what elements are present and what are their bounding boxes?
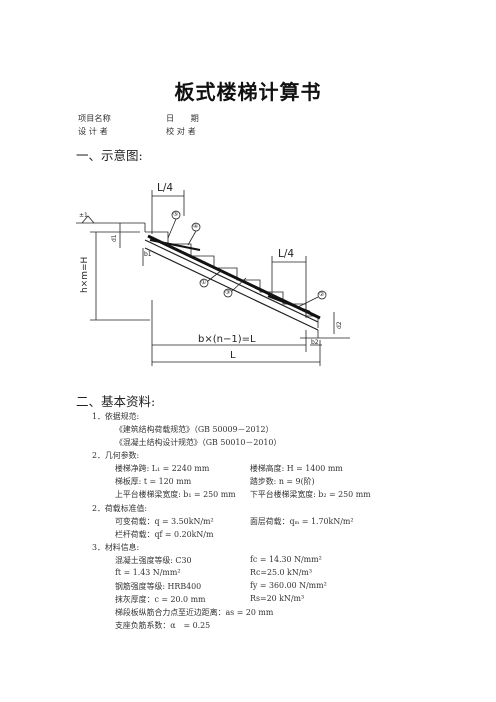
distribution-rebar: [159, 240, 206, 263]
section-basic-heading: 二、基本资料:: [76, 394, 156, 409]
label-h-dim: h×m=H: [80, 256, 90, 293]
callout-1: [199, 278, 209, 288]
code-concrete: 《混凝土结构设计规范》（GB 50010－2010）: [115, 438, 282, 447]
mat-plaster: 抹灰厚度：c = 20.0 mm: [115, 595, 206, 604]
date-label: 日 期: [166, 113, 199, 123]
label-callout-1: ①: [201, 279, 207, 286]
designer-label: 设 计 者: [78, 126, 108, 136]
item-2-geometry: 2．几何参数:: [92, 451, 140, 460]
label-span: b×(n−1)=L: [198, 334, 256, 345]
mat-fc: fc = 14.30 N/mm²: [250, 555, 322, 564]
callout-4-leader: [187, 230, 197, 246]
geom-lower-beam: 下平台楼梯梁宽度: b₂ = 250 mm: [250, 490, 371, 499]
load-railing: 栏杆荷载：qf = 0.20kN/m: [115, 530, 214, 539]
label-d1: d1: [111, 234, 118, 242]
callout-3: [223, 288, 233, 298]
checker-label: 校 对 者: [166, 126, 196, 136]
slab-top-line: [144, 239, 319, 323]
lower-support-rebar: [267, 294, 311, 314]
upper-support-rebar: [149, 239, 201, 251]
geom-upper-beam: 上平台楼梯梁宽度: b₁ = 250 mm: [115, 490, 236, 499]
section-diagram-heading: 一、示意图:: [76, 148, 143, 163]
label-b2: b2: [311, 339, 319, 346]
callout-2: [317, 290, 327, 300]
label-d2: d2: [336, 321, 343, 329]
mat-cover: 梯段板纵筋合力点至近边距离：as = 20 mm: [115, 608, 274, 617]
item-4-materials: 3．材料信息:: [92, 543, 140, 552]
geom-steps: 踏步数: n = 9(阶): [250, 477, 315, 486]
slab-bottom-line: [144, 247, 319, 331]
geom-thickness: 梯板厚: t = 120 mm: [115, 477, 192, 486]
label-l4-right: L/4: [278, 248, 295, 260]
mat-ft: ft = 1.43 N/mm²: [115, 568, 181, 577]
load-finish: 面层荷载：qₘ = 1.70kN/m²: [250, 517, 354, 526]
code-load: 《建筑结构荷载规范》（GB 50009－2012）: [115, 425, 274, 434]
mat-steel-grade: 钢筋强度等级: HRB400: [115, 582, 202, 591]
mat-concrete-grade: 混凝土强度等级: C30: [115, 556, 192, 565]
label-callout-3: ③: [225, 289, 231, 296]
item-3-loads: 2．荷载标准值:: [92, 504, 148, 513]
mat-rs: Rs=20 kN/m³: [250, 594, 305, 603]
callout-5-leader: [167, 218, 177, 239]
project-name-label: 项目名称: [78, 113, 111, 123]
mat-rc: Rc=25.0 kN/m³: [250, 568, 313, 577]
label-callout-4: ④: [193, 223, 199, 230]
label-callout-5: ⑤: [173, 211, 179, 218]
mat-fy: fy = 360.00 N/mm²: [250, 581, 327, 590]
label-total-l: L: [230, 350, 236, 361]
mat-neg-rebar-coef: 支座负筋系数：α = 0.25: [115, 621, 211, 630]
label-b1: b1: [144, 251, 152, 258]
item-1-codes: 1．依据规范:: [92, 412, 140, 421]
page-title: 板式楼梯计算书: [174, 80, 322, 104]
label-l4-top: L/4: [157, 182, 174, 194]
geom-net-span: 楼梯净跨: L₁ = 2240 mm: [115, 464, 210, 473]
label-callout-2: ②: [319, 291, 325, 298]
elevation-mark: [81, 215, 95, 224]
callout-3-leader: [231, 277, 247, 292]
geom-height: 楼梯高度: H = 1400 mm: [250, 464, 343, 473]
callout-1-leader: [207, 269, 223, 282]
label-elevation: ±1: [79, 212, 88, 219]
load-variable: 可变荷载：q = 3.50kN/m²: [115, 517, 214, 526]
callout-2-leader: [297, 296, 319, 308]
